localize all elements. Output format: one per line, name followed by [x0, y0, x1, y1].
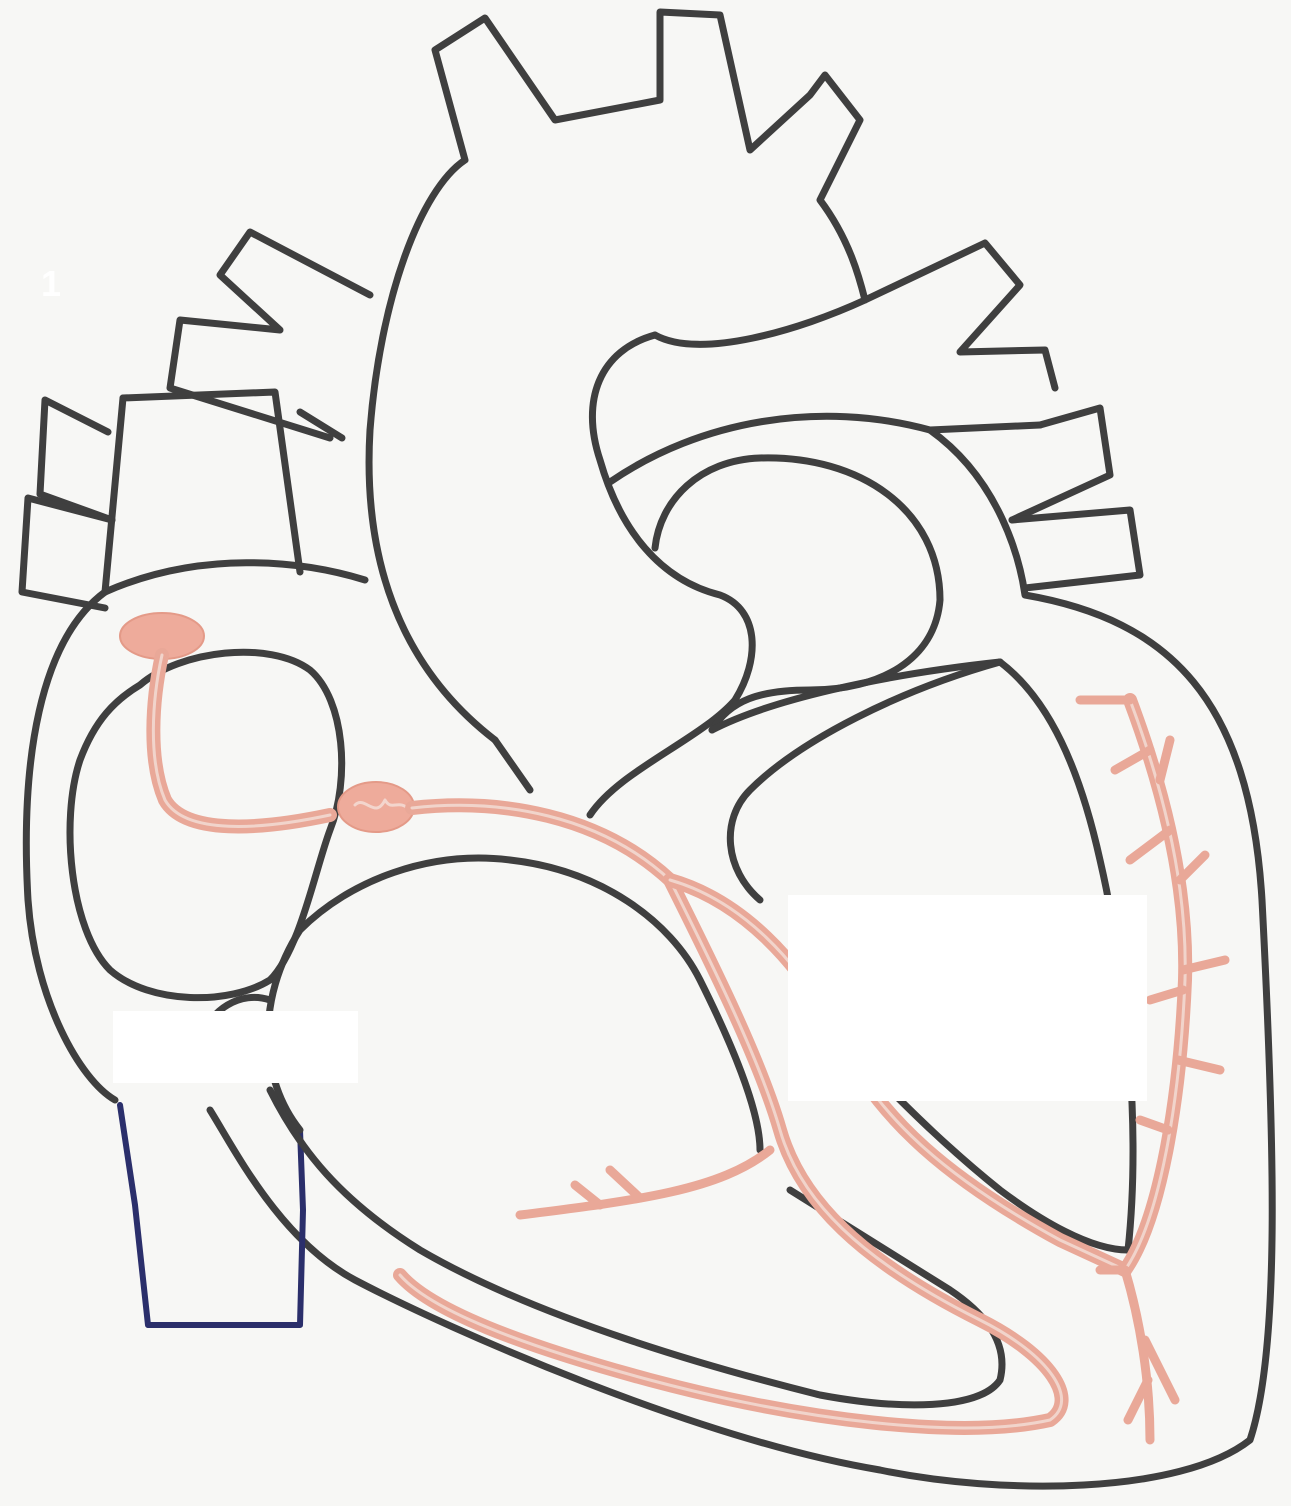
label-box-right[interactable] — [788, 895, 1147, 1101]
right-pulmonary-artery-outline — [170, 232, 370, 438]
aortic-arch-outline — [369, 12, 865, 815]
figure-number-marker: 1 — [41, 266, 61, 302]
left-pulmonary-veins-outline — [1012, 408, 1140, 588]
label-box-left[interactable] — [113, 1011, 358, 1083]
av-node — [338, 782, 414, 832]
bundle-of-his — [412, 805, 670, 880]
internodal-pathway — [153, 655, 330, 826]
